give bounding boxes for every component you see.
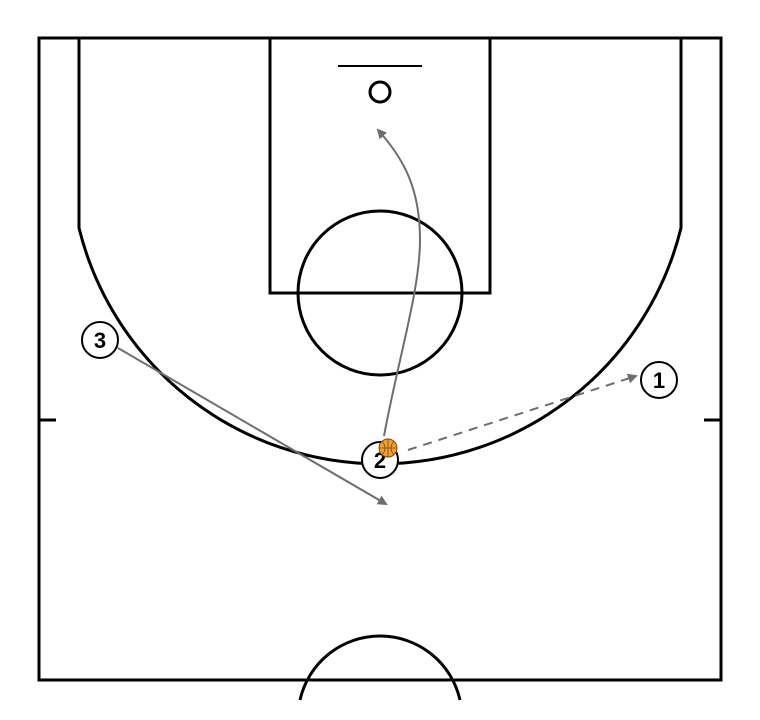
player-3-marker xyxy=(81,321,119,359)
court-boundary xyxy=(37,36,723,682)
free-throw-circle xyxy=(296,209,464,377)
player-3: 3 xyxy=(81,321,119,359)
free-throw-lane xyxy=(268,36,492,295)
movement-paths xyxy=(117,128,638,506)
court-lines xyxy=(37,36,723,701)
cut-arrow-player-3 xyxy=(117,347,388,506)
center-circle xyxy=(298,634,462,701)
basket-rim xyxy=(368,80,392,104)
player-1: 1 xyxy=(640,361,678,399)
player-3-number: 3 xyxy=(94,328,106,353)
player-1-marker xyxy=(640,361,678,399)
basketball-icon xyxy=(378,438,398,458)
pass-arrow-2-to-1 xyxy=(407,373,638,451)
player-1-number: 1 xyxy=(653,368,665,393)
cut-arrow-player-2 xyxy=(376,128,422,437)
center-circle-lower xyxy=(298,680,462,700)
